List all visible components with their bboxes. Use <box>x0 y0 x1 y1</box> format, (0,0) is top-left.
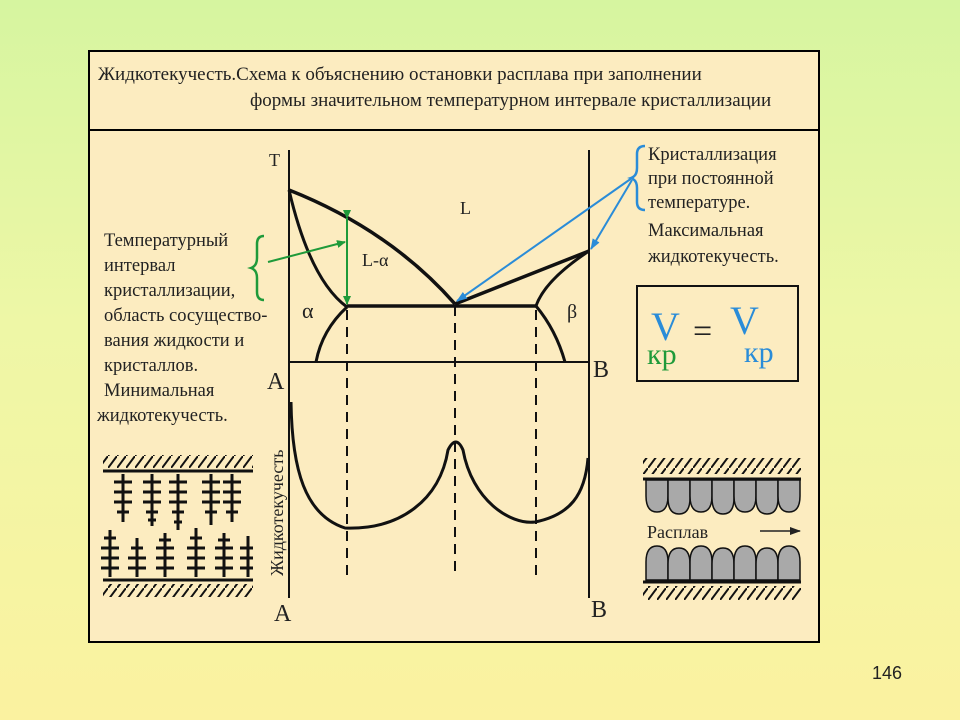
liquidus-right <box>454 249 590 306</box>
t-axis-label: T <box>269 150 280 170</box>
left-text-line-7: Минимальная <box>104 381 215 401</box>
melt-label: Расплав <box>647 522 708 542</box>
fluidity-curve <box>289 401 590 530</box>
dendrite-mold-illustration <box>101 455 253 597</box>
left-text-line-5: вания жидкости и <box>104 331 244 351</box>
grain-mold-illustration: Расплав <box>643 458 801 600</box>
right-text-line-4: Максимальная <box>648 221 764 241</box>
phase-label-alpha: α <box>302 298 314 323</box>
right-text-line-3: температуре. <box>648 193 750 213</box>
left-description: Температурный интервал кристаллизации, о… <box>96 231 267 426</box>
interval-pointer <box>267 240 346 263</box>
right-text-line-5: жидкотекучесть. <box>647 247 779 267</box>
formula-sub-left: кр <box>647 338 677 371</box>
formula-box <box>636 285 799 382</box>
right-text-line-1: Кристаллизация <box>648 145 777 165</box>
right-blue-brace <box>627 144 646 212</box>
left-text-line-1: Температурный <box>104 231 228 251</box>
left-text-line-6: кристаллов. <box>104 356 198 376</box>
formula-equals: = <box>693 313 712 350</box>
formula-sub-right: кр <box>744 336 774 369</box>
formula-v-right: V <box>730 298 759 343</box>
left-text-line-4: область сосущество- <box>104 306 267 326</box>
title-line-1: Жидкотекучесть.Схема к объяснению остано… <box>98 64 702 85</box>
b-label-top: B <box>593 357 609 383</box>
phase-label-liquid: L <box>460 198 471 218</box>
solvus-left <box>314 305 349 363</box>
slide-number: 146 <box>871 663 902 683</box>
right-text-line-2: при постоянной <box>648 169 774 189</box>
phase-label-two-phase: L-α <box>362 250 389 270</box>
right-description: Кристаллизация при постоянной температур… <box>647 145 779 267</box>
liquidus-left <box>288 188 457 306</box>
left-text-line-8: жидкотекучесть. <box>96 406 228 426</box>
blue-arrow-eutectic <box>456 177 633 302</box>
title-box: Жидкотекучесть.Схема к объяснению остано… <box>90 52 818 131</box>
fluidity-axis-label: Жидкотекучесть <box>267 450 287 576</box>
left-green-brace <box>247 234 265 302</box>
blue-arrow-pure <box>590 179 633 250</box>
solvus-right <box>534 305 567 363</box>
a-label-bottom: A <box>274 601 292 627</box>
formula-v-left: V <box>651 304 680 349</box>
left-text-line-2: интервал <box>104 256 175 276</box>
title-line-2: формы значительном температурном интерва… <box>250 90 772 111</box>
a-label-top: A <box>267 369 285 395</box>
left-text-line-3: кристаллизации, <box>104 281 235 301</box>
solidus-left <box>287 189 348 309</box>
phase-label-beta: β <box>567 301 577 323</box>
solidus-right <box>534 249 590 307</box>
b-label-bottom: B <box>591 597 607 623</box>
